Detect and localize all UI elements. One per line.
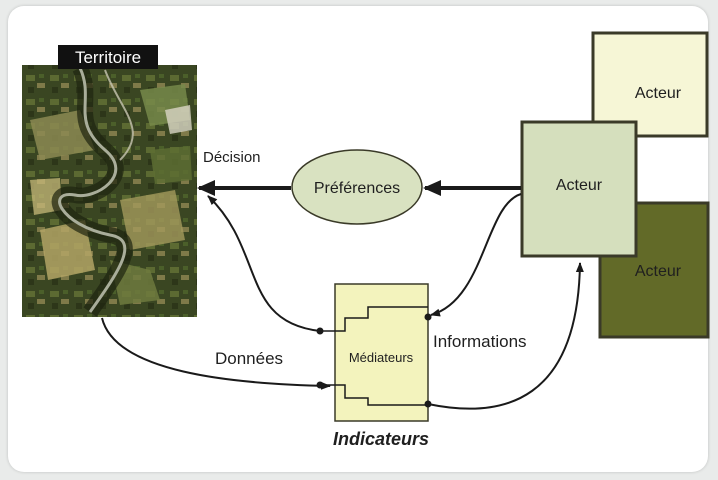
mediateurs-line-top <box>319 306 428 332</box>
arrow-mediateurs-to-actor <box>427 262 584 410</box>
actor-label-right: Acteur <box>635 263 682 280</box>
actor-label-back: Acteur <box>635 85 682 102</box>
indicateurs-label: Indicateurs <box>333 429 429 449</box>
donnees-label: Données <box>215 349 283 368</box>
mediateurs-line-bottom <box>319 384 428 406</box>
preferences-ellipse <box>291 149 423 225</box>
preferences-label: Préférences <box>314 180 400 197</box>
arrow-mediateurs-to-territory <box>207 195 321 332</box>
actor-box-front <box>520 120 638 258</box>
mediateurs-label: Médiateurs <box>349 350 414 365</box>
actor-label-front: Acteur <box>556 177 603 194</box>
informations-label: Informations <box>433 332 527 351</box>
territory-label: Territoire <box>75 48 141 67</box>
arrow-actor-to-mediateurs <box>430 193 522 317</box>
territory-label-box <box>58 45 158 69</box>
aerial-photo-image <box>22 64 197 317</box>
actor-box-back <box>591 31 709 138</box>
decision-label: Décision <box>203 149 261 166</box>
arrow-territory-to-mediateurs <box>101 317 331 390</box>
